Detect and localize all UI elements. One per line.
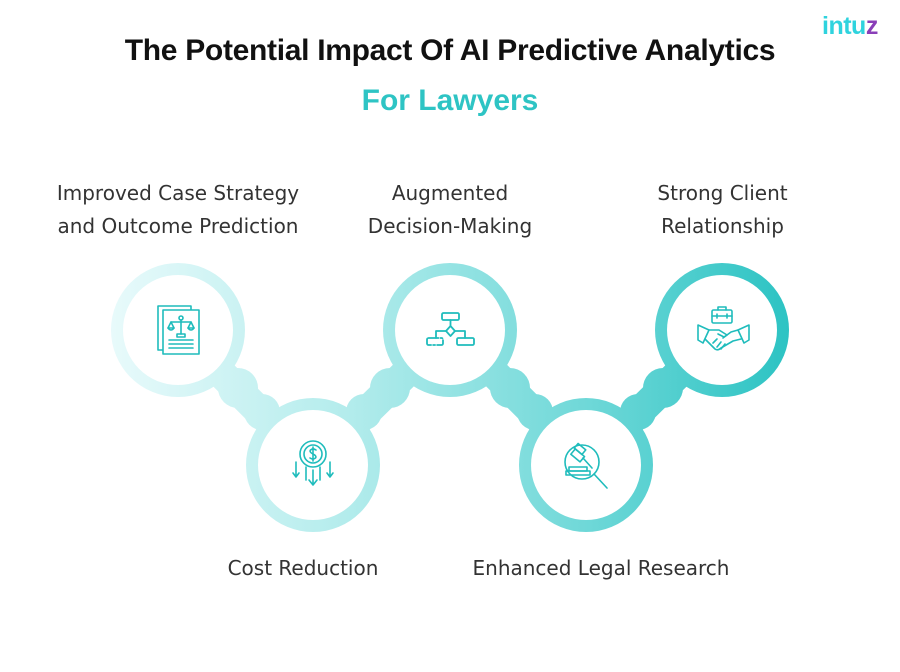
intuz-logo: intuz — [822, 14, 878, 39]
node-label-4: Enhanced Legal Research — [446, 552, 756, 585]
node-label-5-line2: Relationship — [661, 214, 784, 238]
flowchart-decision-icon — [426, 312, 475, 346]
node-label-1: Improved Case Strategy and Outcome Predi… — [28, 177, 328, 243]
node-label-3-line2: Decision-Making — [367, 214, 533, 238]
node-label-4-line1: Enhanced Legal Research — [472, 556, 730, 580]
logo-text-accent: z — [865, 12, 879, 40]
node-label-3-line1: Augmented — [391, 181, 509, 205]
legal-document-scales-icon — [157, 305, 200, 355]
node-label-1-line1: Improved Case Strategy — [56, 181, 300, 205]
node-label-3: Augmented Decision-Making — [320, 177, 580, 243]
logo-text-main: intu — [822, 12, 866, 40]
node-label-5: Strong Client Relationship — [600, 177, 845, 243]
gavel-magnifier-icon — [564, 442, 608, 489]
node-label-2-line1: Cost Reduction — [227, 556, 379, 580]
node-label-2: Cost Reduction — [193, 552, 413, 585]
handshake-briefcase-icon — [697, 306, 750, 351]
page-subtitle: For Lawyers — [361, 84, 539, 117]
page-title: The Potential Impact Of AI Predictive An… — [124, 34, 776, 67]
node-label-1-line2: and Outcome Prediction — [57, 214, 299, 238]
node-label-5-line1: Strong Client — [657, 181, 788, 205]
dollar-coin-down-arrows-icon — [292, 440, 334, 486]
